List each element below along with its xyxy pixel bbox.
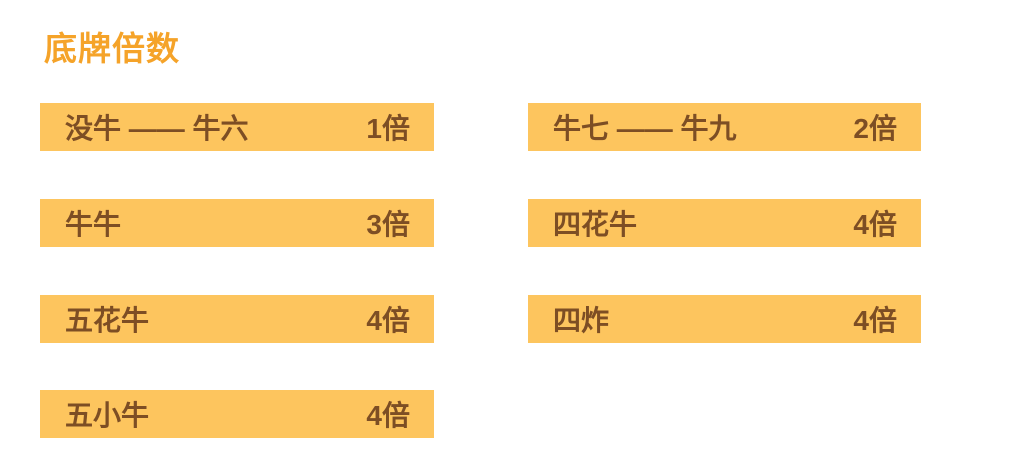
multiplier-row-four-bomb: 四炸 4倍 xyxy=(528,295,921,343)
multiplier-row-five-small-bull: 五小牛 4倍 xyxy=(40,390,434,438)
multiplier-row-four-flower-bull: 四花牛 4倍 xyxy=(528,199,921,247)
hand-multiplier: 2倍 xyxy=(853,113,897,144)
hand-name: 五花牛 xyxy=(65,305,150,336)
multiplier-row-five-flower-bull: 五花牛 4倍 xyxy=(40,295,434,343)
hand-multiplier: 4倍 xyxy=(366,400,410,431)
hand-name: 四炸 xyxy=(553,305,610,336)
hand-multiplier: 1倍 xyxy=(366,113,410,144)
hand-multiplier: 4倍 xyxy=(366,305,410,336)
hand-multiplier: 4倍 xyxy=(853,209,897,240)
hand-name: 四花牛 xyxy=(553,209,638,240)
multiplier-row-bull7-to-bull9: 牛七 —— 牛九 2倍 xyxy=(528,103,921,151)
hand-multiplier: 4倍 xyxy=(853,305,897,336)
hand-name: 牛牛 xyxy=(65,209,122,240)
multiplier-row-bull-bull: 牛牛 3倍 xyxy=(40,199,434,247)
panel-title: 底牌倍数 xyxy=(44,30,180,67)
hand-name: 牛七 —— 牛九 xyxy=(553,113,737,144)
multiplier-row-no-bull-to-bull6: 没牛 —— 牛六 1倍 xyxy=(40,103,434,151)
hand-multiplier: 3倍 xyxy=(366,209,410,240)
hand-name: 五小牛 xyxy=(65,400,150,431)
hand-name: 没牛 —— 牛六 xyxy=(65,113,249,144)
